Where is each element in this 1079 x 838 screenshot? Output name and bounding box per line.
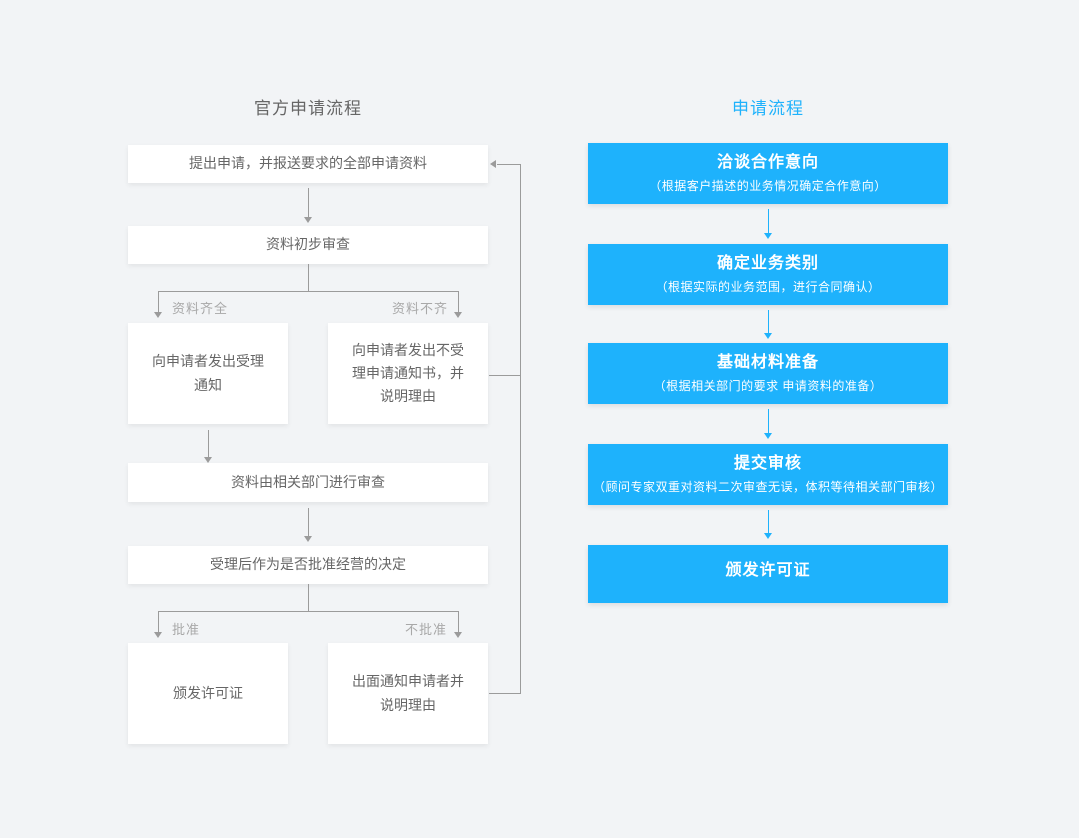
step-issue-license: 颁发许可证 <box>128 643 288 744</box>
arrowhead-down-icon <box>454 632 462 638</box>
step-decision: 受理后作为是否批准经营的决定 <box>128 546 488 584</box>
arrowhead-down-icon <box>764 233 772 239</box>
step-subtitle: （顾问专家双重对资料二次审查无误，体积等待相关部门审核） <box>592 479 943 494</box>
arrowhead-down-icon <box>154 632 162 638</box>
arrowhead-down-icon <box>304 217 312 223</box>
connector-blue-3 <box>768 409 769 433</box>
connector-blue-2 <box>768 310 769 333</box>
connector-branch1-stub <box>308 264 309 291</box>
step-subtitle: （根据实际的业务范围，进行合同确认） <box>655 279 881 294</box>
step-initial-review: 资料初步审查 <box>128 226 488 264</box>
connector-submit-to-review <box>308 188 309 217</box>
connector-accept-to-dept <box>208 430 209 457</box>
branch-label-incomplete: 资料不齐 <box>392 301 449 316</box>
branch-label-complete: 资料齐全 <box>172 301 229 316</box>
arrowhead-down-icon <box>764 333 772 339</box>
connector-branch2-left <box>158 611 159 632</box>
arrowhead-down-icon <box>304 536 312 542</box>
connector-dept-to-decision <box>308 508 309 536</box>
arrowhead-down-icon <box>454 312 462 318</box>
connector-branch1-left <box>158 291 159 312</box>
left-flow-title: 官方申请流程 <box>254 99 362 118</box>
step-title: 确定业务类别 <box>716 254 819 272</box>
step-subtitle: （根据相关部门的要求 申请资料的准备） <box>653 378 883 393</box>
step-accept-notice: 向申请者发出受理通知 <box>128 323 288 424</box>
connector-branch1-bar <box>158 291 459 292</box>
connector-branch2-bar <box>158 611 459 612</box>
arrowhead-left-icon <box>490 160 496 168</box>
step-title: 洽谈合作意向 <box>716 153 819 171</box>
step-issue-license-blue: 颁发许可证 <box>588 545 948 603</box>
connector-feedback-top <box>497 164 521 165</box>
arrowhead-down-icon <box>204 457 212 463</box>
step-submit-application: 提出申请，并报送要求的全部申请资料 <box>128 145 488 183</box>
step-subtitle: （根据客户描述的业务情况确定合作意向） <box>649 178 887 193</box>
connector-branch1-right <box>458 291 459 312</box>
branch-label-not-approved: 不批准 <box>405 622 448 637</box>
connector-feedback-bottom <box>489 693 521 694</box>
step-negotiate-intent: 洽谈合作意向 （根据客户描述的业务情况确定合作意向） <box>588 143 948 204</box>
step-dept-review: 资料由相关部门进行审查 <box>128 463 488 502</box>
step-title: 颁发许可证 <box>725 562 811 580</box>
arrowhead-down-icon <box>154 312 162 318</box>
step-notify-reason: 出面通知申请者并说明理由 <box>328 643 488 744</box>
connector-feedback-mid <box>489 375 521 376</box>
step-prepare-materials: 基础材料准备 （根据相关部门的要求 申请资料的准备） <box>588 343 948 404</box>
branch-label-approved: 批准 <box>172 622 201 637</box>
step-submit-review: 提交审核 （顾问专家双重对资料二次审查无误，体积等待相关部门审核） <box>588 444 948 505</box>
arrowhead-down-icon <box>764 433 772 439</box>
right-flow-title: 申请流程 <box>732 99 804 118</box>
connector-branch2-stub <box>308 584 309 611</box>
step-determine-category: 确定业务类别 （根据实际的业务范围，进行合同确认） <box>588 244 948 305</box>
step-title: 提交审核 <box>733 454 802 472</box>
connector-blue-1 <box>768 209 769 233</box>
step-reject-notice: 向申请者发出不受理申请通知书，并说明理由 <box>328 323 488 424</box>
connector-blue-4 <box>768 510 769 533</box>
connector-branch2-right <box>458 611 459 632</box>
step-title: 基础材料准备 <box>716 353 819 371</box>
connector-feedback-vertical <box>520 164 521 693</box>
arrowhead-down-icon <box>764 533 772 539</box>
